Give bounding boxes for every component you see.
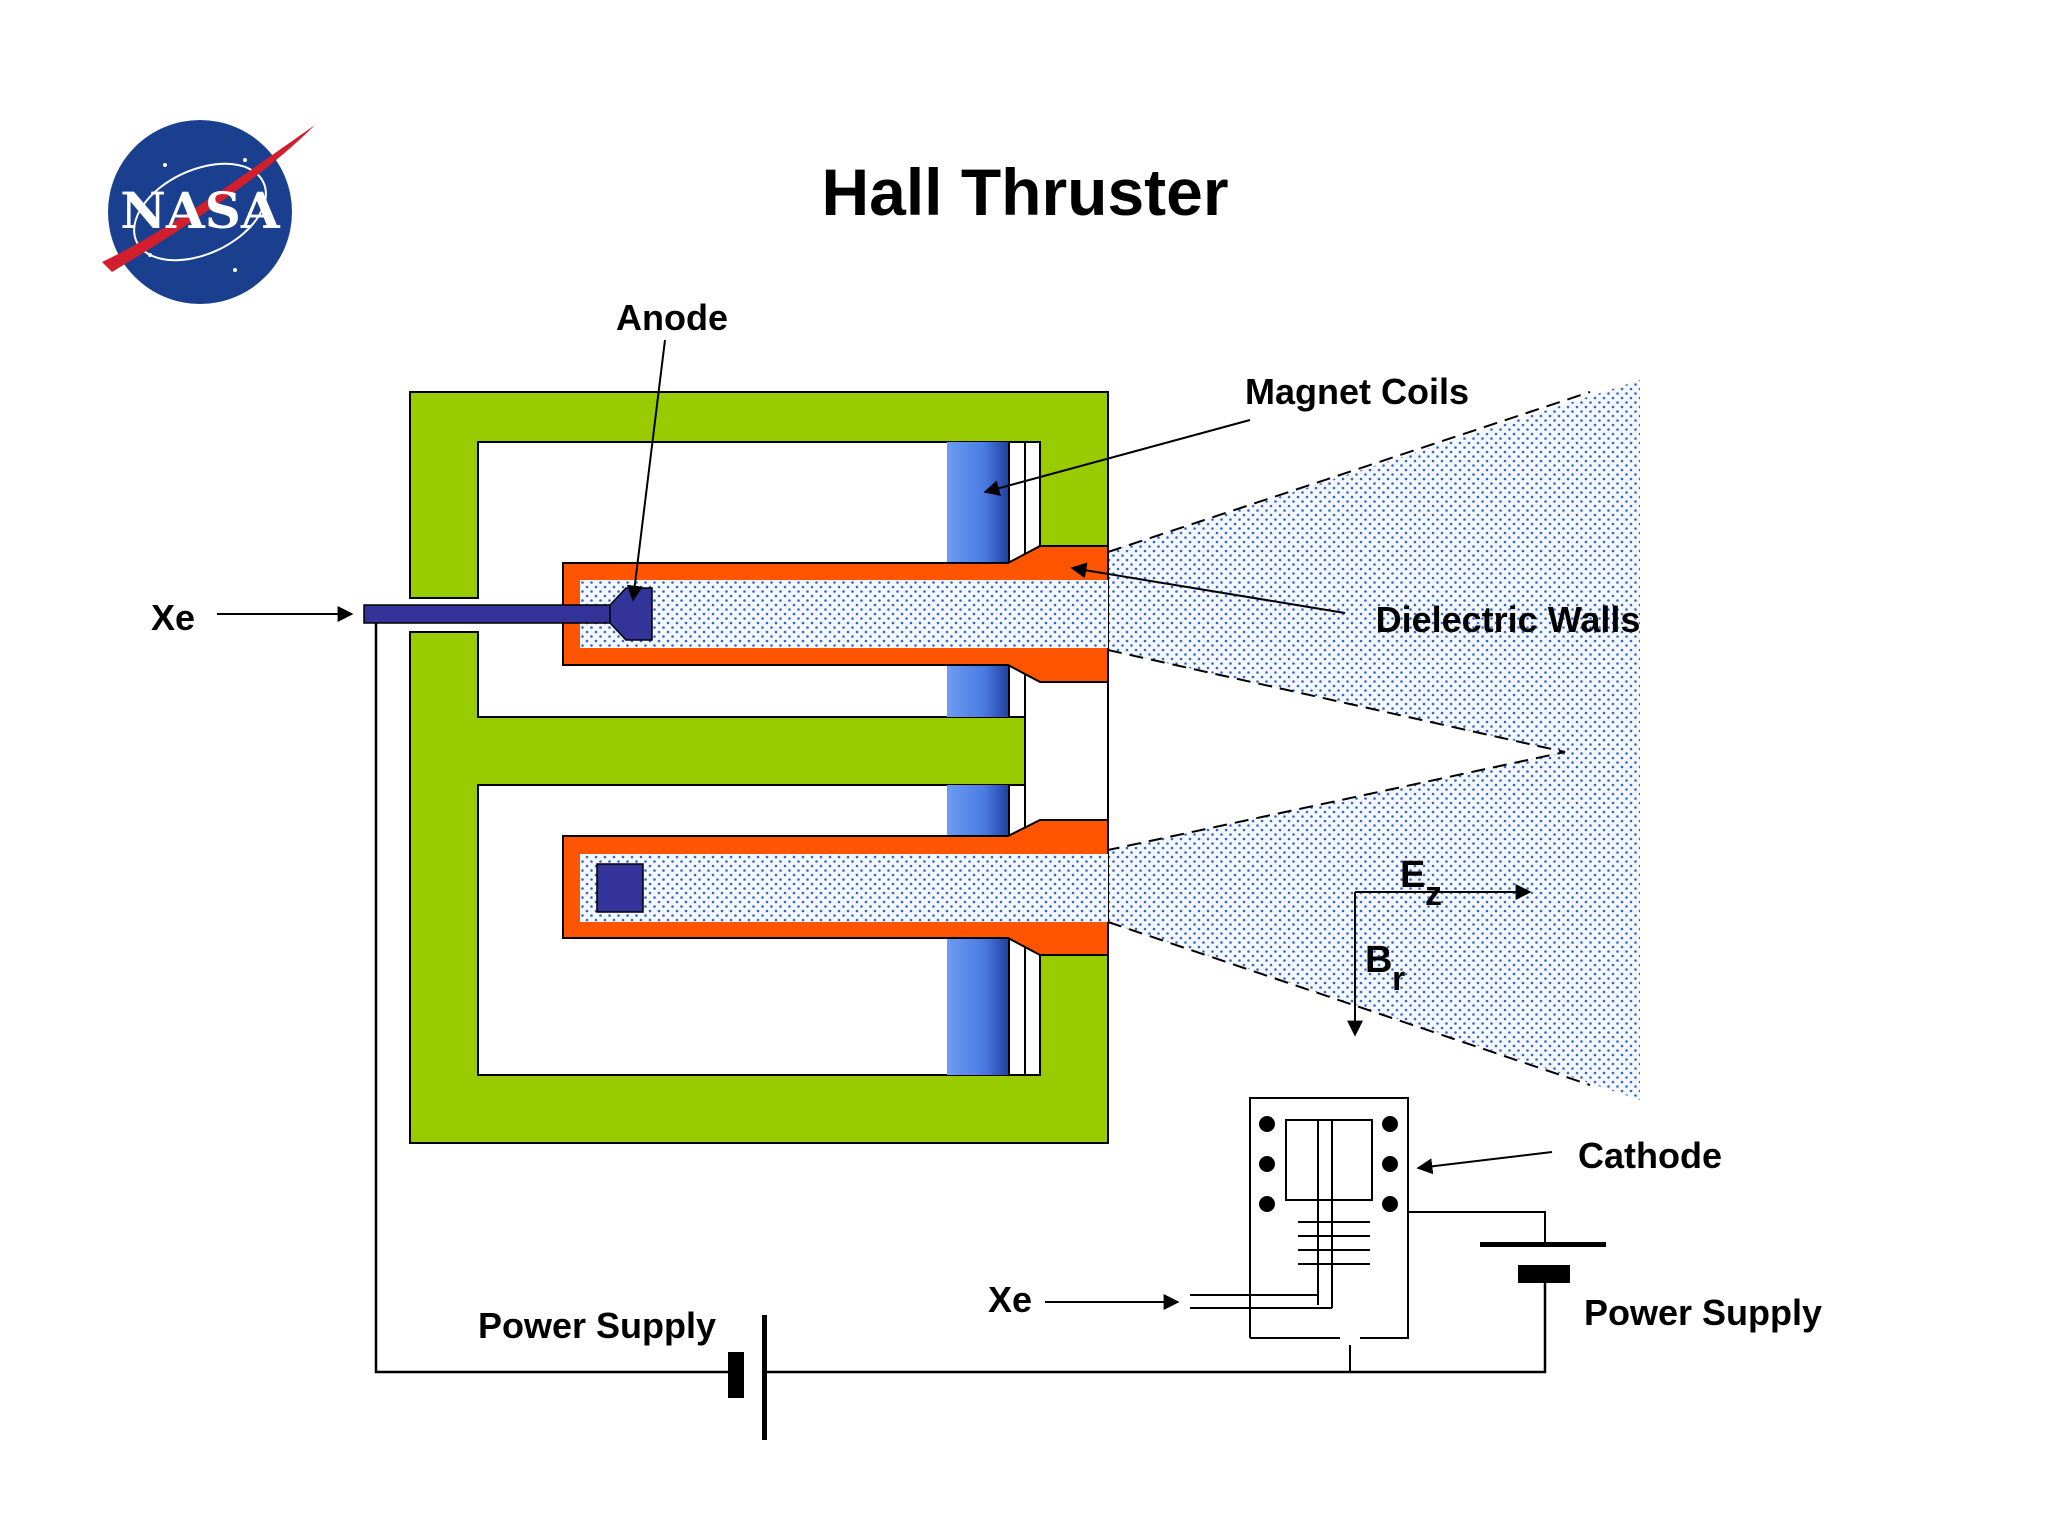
magnetic-circuit [409, 391, 1109, 1144]
page-title: Hall Thruster [821, 155, 1228, 229]
battery-main [728, 1315, 767, 1440]
plume-boundary-lower [1107, 921, 1591, 1086]
dielectric-walls-leader [1070, 562, 1346, 614]
plasma-plume [1108, 380, 1640, 1100]
cathode-xe-label: Xe [988, 1279, 1032, 1320]
cathode-label: Cathode [1578, 1135, 1722, 1176]
magnet-coils-label: Magnet Coils [1245, 371, 1469, 412]
anode-lower [596, 863, 644, 913]
svg-text:B: B [1365, 939, 1392, 981]
cathode-assembly [1190, 1097, 1546, 1372]
nasa-logo: NASA [102, 120, 315, 304]
br-label: B r [1365, 939, 1405, 998]
svg-text:z: z [1425, 875, 1442, 913]
ez-label: E z [1400, 854, 1442, 913]
battery-cathode [1480, 1242, 1606, 1283]
cathode-leader [1416, 1151, 1553, 1175]
magnet-coils-leader [983, 419, 1251, 496]
cathode-magnet-dots [1259, 1116, 1398, 1212]
anode-leader [626, 339, 666, 602]
xe-inlet-label: Xe [151, 597, 195, 638]
discharge-channel-lower [580, 854, 1108, 922]
dielectric-walls-label: Dielectric Walls [1376, 599, 1641, 640]
anode-label: Anode [616, 297, 728, 338]
svg-text:E: E [1400, 854, 1425, 896]
nasa-logo-text: NASA [120, 181, 281, 240]
power-supply-main-label: Power Supply [478, 1305, 716, 1346]
power-supply-cathode-label: Power Supply [1584, 1292, 1822, 1333]
circuit-wiring [374, 623, 1547, 1374]
plume-boundary-upper [1107, 391, 1591, 553]
xe-feed-tube [363, 604, 621, 624]
svg-text:r: r [1392, 960, 1405, 998]
plume-boundary-inner [1107, 649, 1566, 851]
